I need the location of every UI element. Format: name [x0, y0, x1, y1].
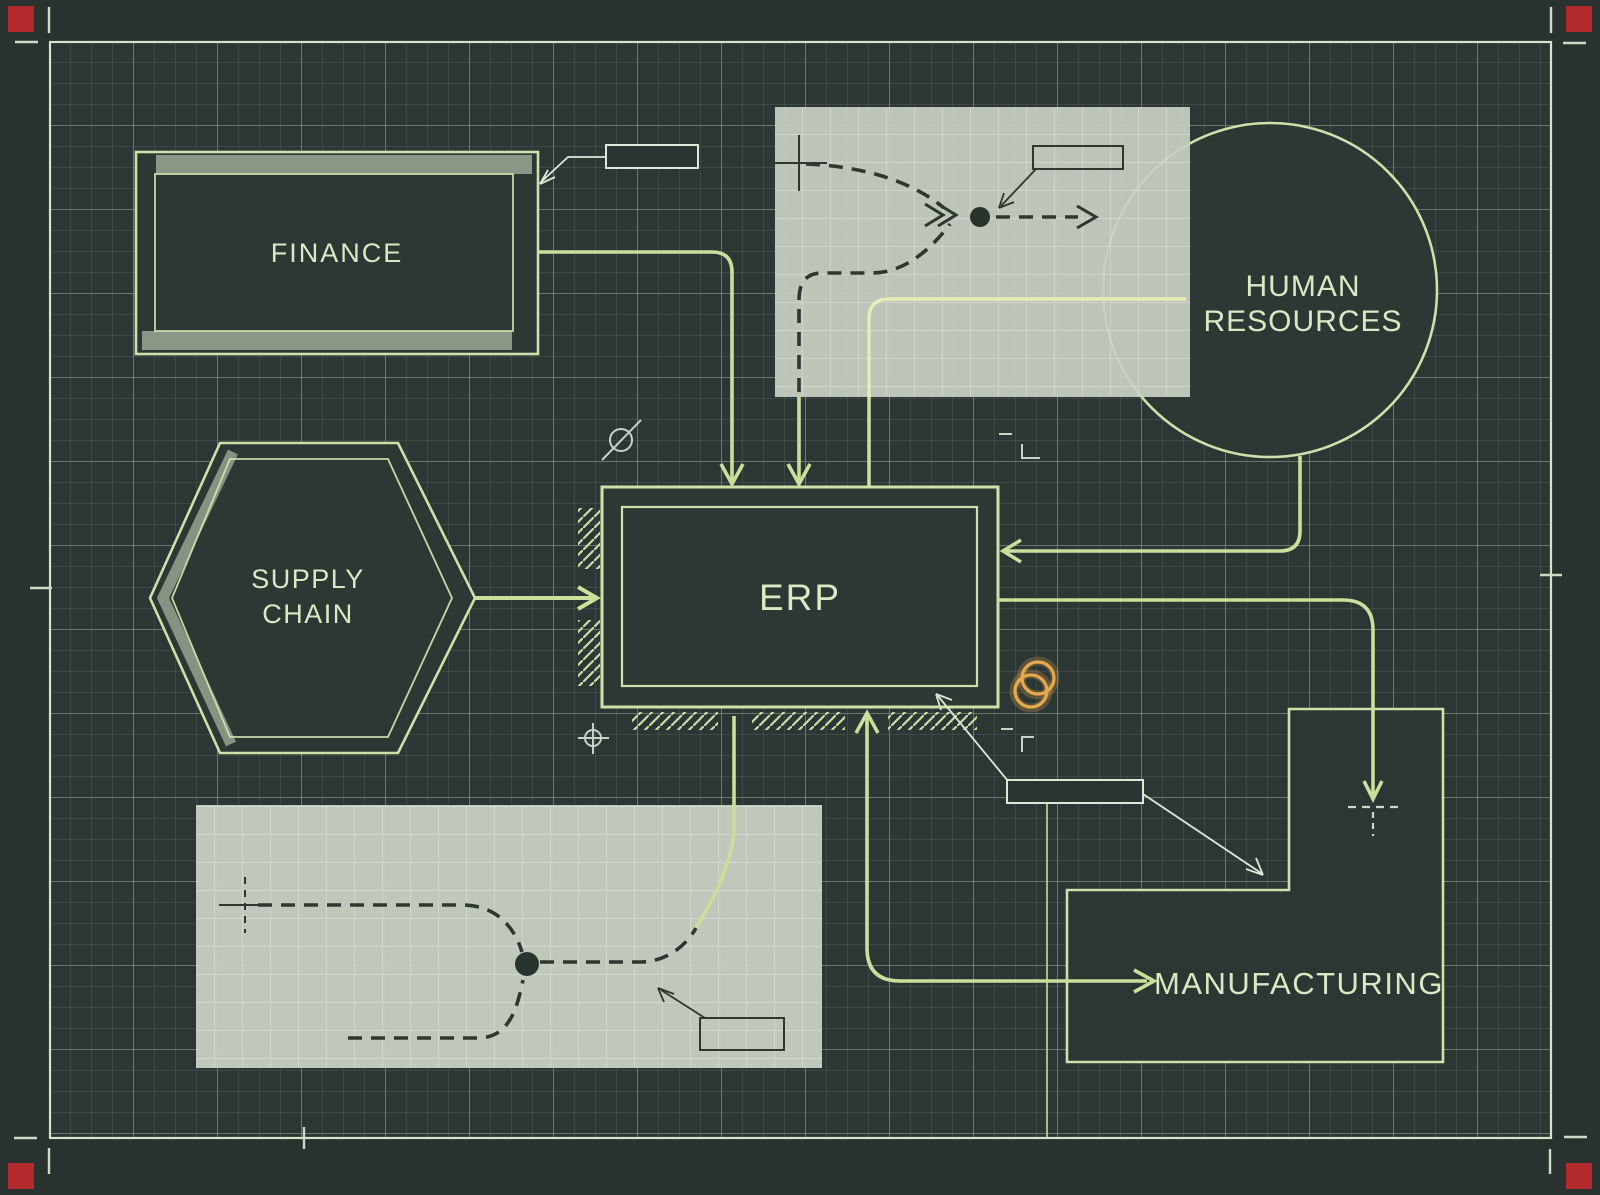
finance-top-sheen [156, 155, 532, 174]
arrowhead-into-erp-bottom [854, 709, 880, 734]
supply-chain-label-line1: SUPPLY [251, 564, 365, 594]
bottom-flow-panel [196, 805, 822, 1068]
callout-box-erp-corner [1006, 779, 1144, 804]
slashed-circle-icon [609, 428, 633, 452]
top-flow-panel [771, 107, 1190, 397]
dashed-arrowhead-right [1076, 204, 1099, 230]
hr-label-line2: RESOURCES [1203, 305, 1402, 338]
flow-junction-dot-top [970, 207, 990, 227]
border-tick-marks [14, 7, 1587, 1174]
flow-transition-green [694, 805, 736, 929]
chevron-merge-1 [924, 202, 946, 228]
erp-label: ERP [759, 577, 841, 618]
node-finance: FINANCE [134, 150, 540, 356]
manufacturing-label: MANUFACTURING [1154, 966, 1444, 1001]
leader-arrowhead-erp-corner [935, 693, 953, 711]
leader-arrowhead-bottom-panel [657, 987, 675, 1003]
dashed-flow-bottom-2 [348, 979, 525, 1040]
leader-arrowhead-top-panel [998, 192, 1015, 209]
chevron-merge-2 [937, 202, 959, 228]
corner-bracket-2 [1021, 736, 1034, 752]
callout-box-top-panel [1032, 145, 1124, 170]
drawing-border [48, 40, 1553, 1140]
datum-cross-icon [1348, 805, 1398, 836]
hexagon-sheen [156, 449, 238, 747]
red-marker-bottom-right [1566, 1163, 1592, 1189]
finance-label: FINANCE [271, 238, 404, 268]
dashed-flow-top-2 [797, 222, 952, 392]
dashed-flow-top-1 [805, 162, 946, 210]
node-erp: ERP [600, 485, 1000, 709]
arrowhead-down-datum [1362, 780, 1384, 804]
finance-bottom-sheen [142, 331, 512, 350]
red-corner-markers [8, 6, 1592, 1189]
connectors [475, 250, 1384, 1138]
supply-chain-label-line2: CHAIN [262, 599, 354, 629]
arrowhead-into-erp-top-1 [719, 463, 745, 488]
red-marker-top-right [1566, 6, 1592, 32]
hr-datum-line-over-panel [867, 297, 1186, 397]
leader-arrowhead-mfg-step [1245, 857, 1264, 876]
red-marker-bottom-left [8, 1163, 34, 1189]
arrowhead-into-erp-top-2 [786, 463, 812, 488]
node-manufacturing [1065, 707, 1445, 1064]
callout-box-finance [605, 144, 699, 169]
connector-erp-manufacturing [865, 716, 1147, 983]
arrowhead-into-erp-left [576, 585, 601, 611]
registration-marks [578, 419, 1040, 754]
red-marker-top-left [8, 6, 34, 32]
hr-label-line1: HUMAN [1246, 270, 1361, 303]
orange-marker-icon [1009, 656, 1060, 713]
node-supply-chain: SUPPLY CHAIN [148, 441, 477, 755]
connector-finance-erp [538, 250, 734, 480]
connector-hr-erp [1006, 456, 1302, 553]
dashed-flow-bottom-1 [258, 903, 524, 953]
hatch-shading [578, 508, 977, 730]
corner-bracket-1 [1021, 444, 1040, 459]
callouts-dark [539, 144, 1264, 876]
flow-junction-dot-bottom [515, 952, 539, 976]
arrowhead-into-erp-right [999, 538, 1022, 564]
human-resources-label: HUMAN RESOURCES [1203, 270, 1402, 338]
callout-box-bottom-panel [699, 1017, 785, 1051]
leader-arrowhead-finance [539, 169, 556, 185]
connector-erp-right-down [998, 598, 1375, 796]
dashed-flow-bottom-out [540, 927, 698, 964]
arrowhead-into-manufacturing [1133, 968, 1158, 994]
slash-line [601, 419, 642, 461]
